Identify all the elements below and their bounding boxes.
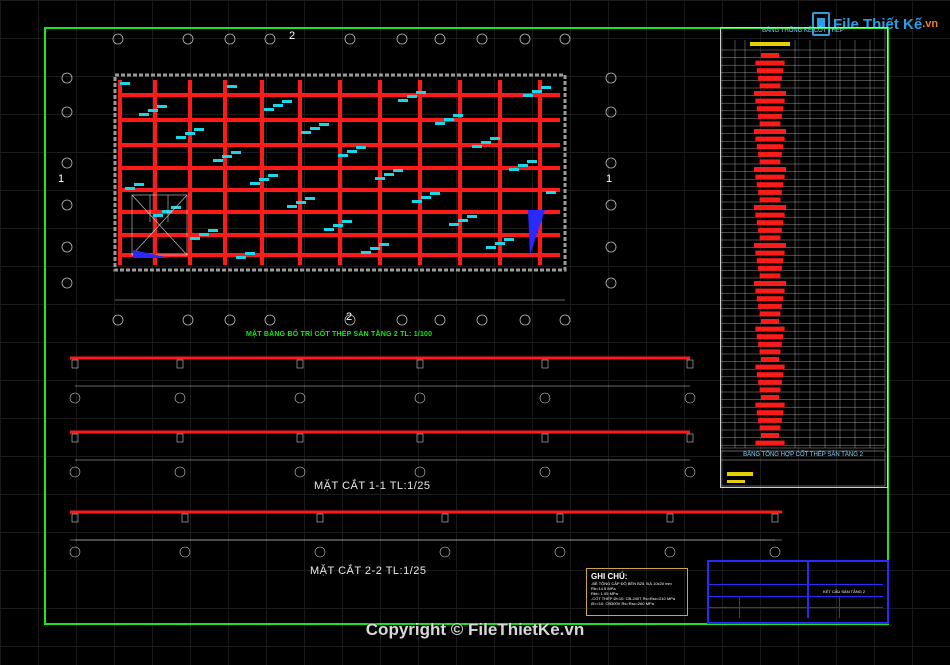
section-mark-2-bottom: 2 — [346, 311, 353, 323]
plan-title: MẶT BẰNG BỐ TRÍ CỐT THÉP SÀN TẦNG 2 TL: … — [246, 331, 433, 338]
stair-fill — [133, 250, 170, 258]
plan-axis-bubbles-top — [112, 33, 571, 45]
title-block: KẾT CẤU SÀN TẦNG 2 — [707, 560, 889, 624]
slab-rebar-grid — [118, 80, 560, 265]
logo-icon — [812, 12, 830, 36]
section-2-2-supports — [69, 433, 696, 478]
plan-axis-bubbles-left — [61, 72, 73, 289]
rebar-schedule-table — [720, 27, 886, 449]
plan-outline — [113, 73, 567, 272]
schedule-title: BẢNG THỐNG KÊ CỐT THÉP — [762, 28, 844, 34]
copyright-watermark: Copyright © FileThietKe.vn — [365, 620, 585, 639]
note-line: Rb=14.5 MPa — [591, 586, 616, 591]
summary-title: BẢNG TỔNG HỢP CỐT THÉP SÀN TẦNG 2 — [743, 452, 863, 458]
stair-shaft — [131, 194, 188, 256]
section-1-title: MẶT CẮT 1-1 TL:1/25 — [314, 480, 431, 492]
section-long-supports — [69, 513, 781, 558]
note-line: Ø>=10: CB300V Rs=Rsc=260 MPa — [591, 601, 654, 606]
note-line: -BÊ TÔNG CẤP ĐỘ BỀN B25, ĐÁ 10x20 mm — [591, 581, 672, 586]
dimension-marks — [120, 82, 556, 259]
section-1-1-supports — [69, 359, 696, 404]
section-2-title: MẶT CẮT 2-2 TL:1/25 — [310, 565, 427, 577]
plan-axis-bubbles-right — [605, 72, 617, 289]
plan-axis-bubbles-bottom — [112, 314, 571, 326]
general-notes: GHI CHÚ: -BÊ TÔNG CẤP ĐỘ BỀN B25, ĐÁ 10x… — [586, 568, 688, 616]
section-mark-1-left: 1 — [58, 173, 65, 185]
summary-table — [720, 450, 886, 487]
shaft-fill-right — [528, 210, 545, 255]
note-line: Rbt= 1.05 MPa — [591, 591, 618, 596]
section-mark-2-top: 2 — [289, 30, 296, 42]
rebar-schedule-shapes — [750, 42, 790, 446]
logo-suffix: .vn — [922, 18, 939, 30]
title-block-project: KẾT CẤU SÀN TẦNG 2 — [823, 589, 866, 594]
notes-heading: GHI CHÚ: — [591, 572, 628, 581]
section-mark-1-right: 1 — [606, 173, 613, 185]
note-line: -CỐT THÉP Ø<10: CB-240T Rs=Rsc=210 MPa — [591, 596, 676, 601]
schedule-panel — [720, 27, 888, 488]
drawing-frame — [44, 27, 889, 625]
